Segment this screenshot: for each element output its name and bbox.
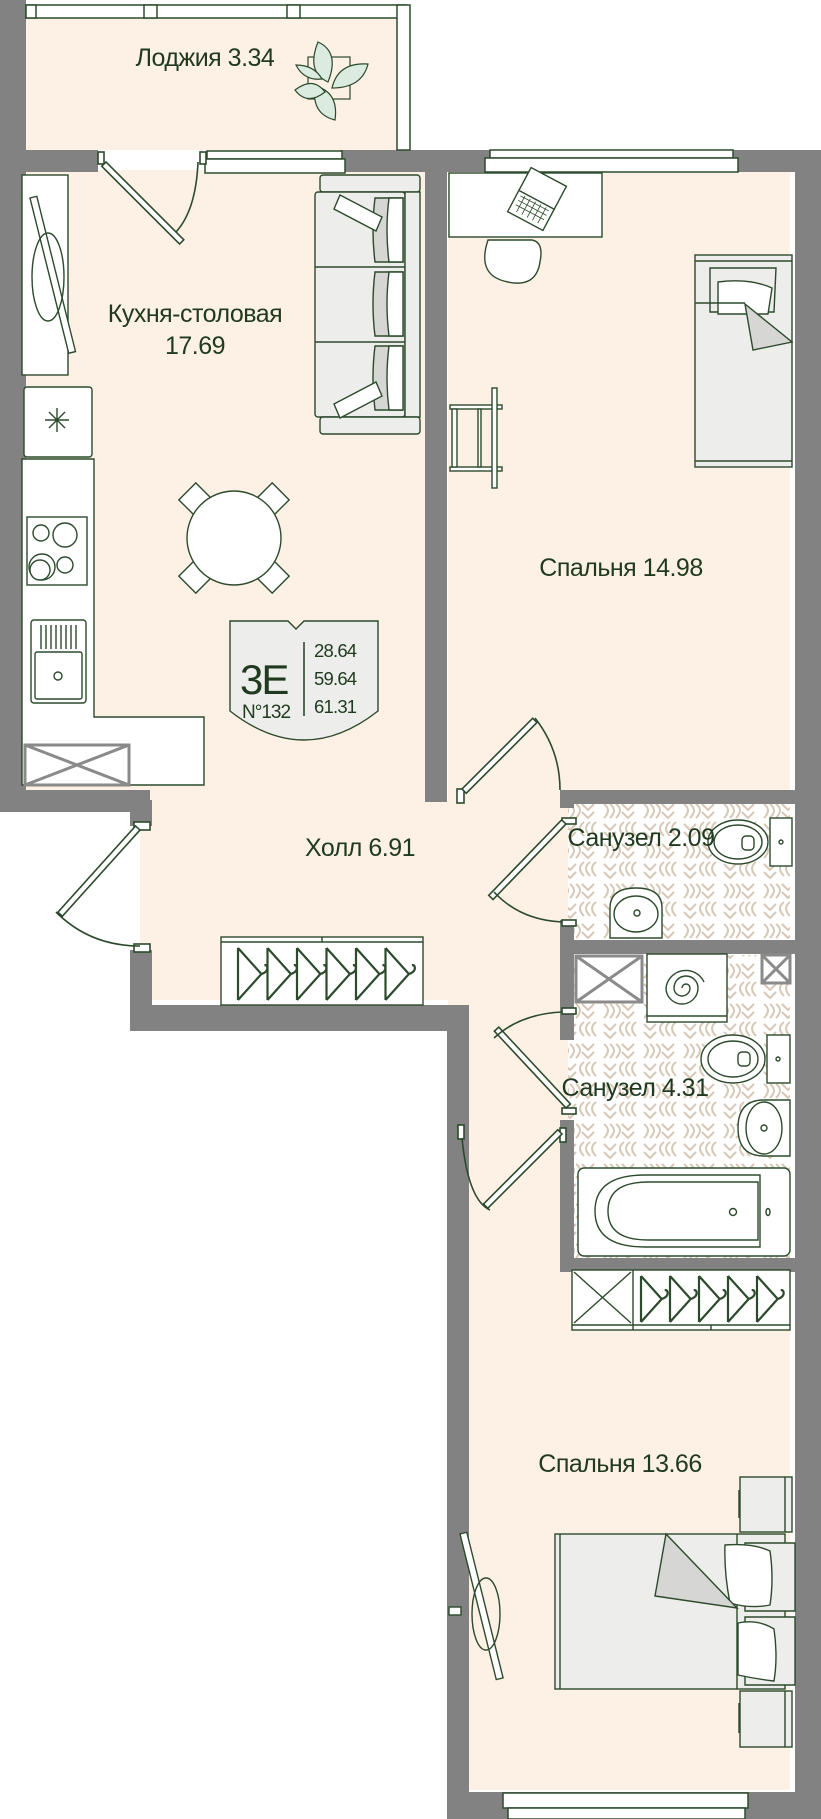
room-label-loggia: Лоджия 3.34 <box>85 42 325 74</box>
apartment-badge <box>229 620 379 741</box>
ventilation-shaft <box>23 743 131 787</box>
plant-icon <box>294 41 369 121</box>
sofa-icon <box>314 174 421 435</box>
door-entrance[interactable] <box>55 821 151 953</box>
room-name: Кухня-столовая <box>107 300 283 328</box>
double-bed-icon <box>554 1532 796 1690</box>
kitchen-counter <box>21 386 205 787</box>
nightstand-icon-2 <box>738 1690 793 1748</box>
room-area: 2.09 <box>667 824 715 852</box>
sink-icon <box>30 619 87 704</box>
stove-icon <box>26 516 88 586</box>
room-label-kitchen: Кухня-столовая 17.69 <box>75 298 315 362</box>
apartment-number: N°132 <box>242 702 291 723</box>
room-area: 6.91 <box>368 834 416 862</box>
washing-machine-icon <box>646 953 728 1023</box>
door-bathroom2[interactable] <box>493 1007 577 1115</box>
nightstand-icon <box>738 1476 793 1533</box>
total-area: 59.64 <box>314 668 357 689</box>
room-label-bedroom2: Спальня 13.66 <box>500 1448 740 1480</box>
room-area: 17.69 <box>164 332 226 360</box>
drying-rack-icon <box>449 387 503 489</box>
room-label-bathroom2: Санузел 4.31 <box>515 1072 755 1104</box>
window-kitchen <box>204 150 346 174</box>
room-name: Санузел <box>561 1074 656 1102</box>
wardrobe-icon-bedroom2 <box>571 1269 791 1331</box>
room-name: Спальня <box>539 554 637 582</box>
window-bedroom2 <box>502 1792 749 1819</box>
chair-icon <box>484 239 542 284</box>
apartment-type: 3E <box>240 656 289 703</box>
ventilation-shaft-2 <box>574 953 792 1004</box>
tv-icon-2 <box>448 1531 504 1681</box>
washbasin-icon-2 <box>737 1099 791 1157</box>
fridge-icon <box>23 386 93 458</box>
dining-table-icon <box>177 481 291 595</box>
room-label-bedroom1: Спальня 14.98 <box>501 552 741 584</box>
living-area: 28.64 <box>314 640 357 661</box>
door-bedroom2[interactable] <box>457 1124 567 1211</box>
room-name: Холл <box>304 834 362 862</box>
floor-bedroom2 <box>448 1260 790 1790</box>
hanger-icon <box>668 1275 698 1323</box>
desk-icon <box>448 166 603 284</box>
hanger-icon <box>726 1275 756 1323</box>
room-label-hall: Холл 6.91 <box>240 832 480 864</box>
total-area-with-loggia: 61.31 <box>314 696 357 717</box>
tv-icon <box>21 174 77 376</box>
toilet-icon <box>707 817 793 867</box>
room-area: 14.98 <box>642 554 704 582</box>
room-name: Санузел <box>567 824 662 852</box>
hangers-hall <box>236 947 417 1001</box>
loggia-railing <box>25 4 411 151</box>
hanger-icon <box>384 947 417 1001</box>
hanger-icon <box>755 1275 785 1323</box>
room-area: 13.66 <box>641 1450 703 1478</box>
laptop-icon <box>506 166 568 232</box>
room-area: 4.31 <box>661 1074 709 1102</box>
wardrobe-icon-hall <box>220 936 424 1006</box>
toilet-icon-2 <box>700 1034 791 1084</box>
room-area: 3.34 <box>227 44 275 72</box>
door-bathroom1[interactable] <box>487 817 577 927</box>
room-name: Лоджия <box>135 44 222 72</box>
door-loggia[interactable] <box>97 151 207 246</box>
room-name: Спальня <box>538 1450 636 1478</box>
room-label-bathroom1: Санузел 2.09 <box>521 822 761 854</box>
hanger-icon <box>639 1275 669 1323</box>
bathtub-icon <box>577 1167 791 1257</box>
hangers-bedroom2 <box>639 1275 785 1323</box>
window-bedroom1 <box>484 149 739 173</box>
single-bed-icon <box>694 254 794 468</box>
washbasin-icon <box>609 887 663 939</box>
hanger-icon <box>697 1275 727 1323</box>
doors <box>55 151 577 1211</box>
door-bedroom1[interactable] <box>456 717 561 804</box>
